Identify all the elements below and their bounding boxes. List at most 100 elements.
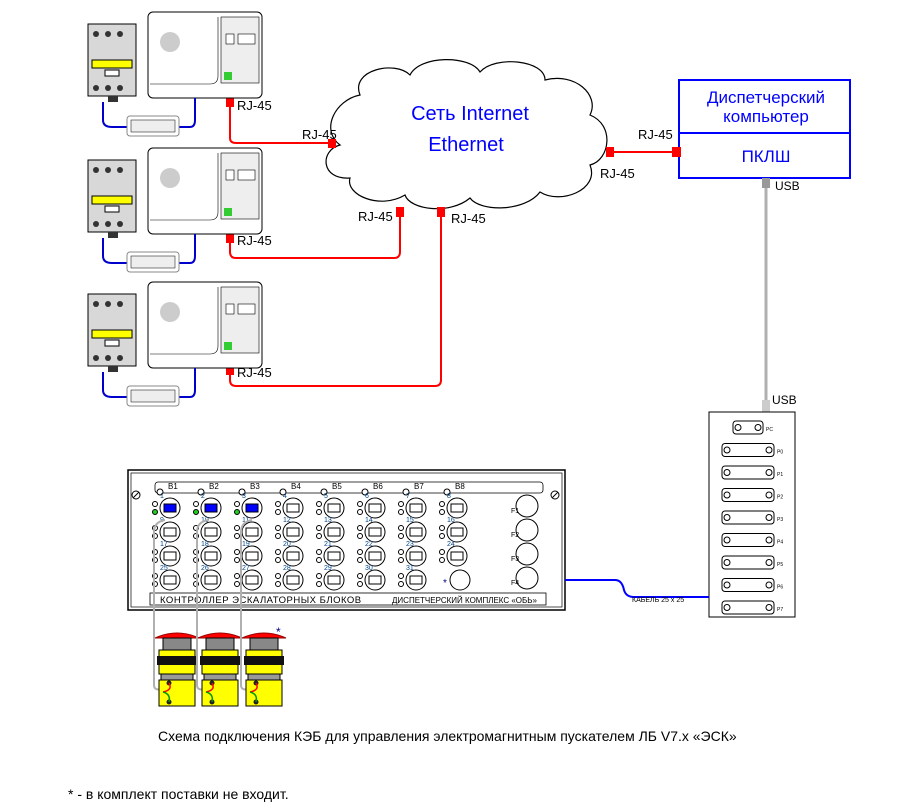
control-wire <box>102 368 196 398</box>
led <box>357 581 363 587</box>
channel-number: 5 <box>324 493 328 500</box>
channel-number: 23 <box>406 541 414 548</box>
channel-number: 24 <box>447 541 455 548</box>
led <box>193 509 199 515</box>
device-unit <box>87 11 263 137</box>
spare-socket <box>449 569 471 591</box>
dispatcher-label-2: компьютер <box>723 107 809 126</box>
channel-31: 31 <box>398 565 427 591</box>
port-label: P7 <box>777 607 783 613</box>
led <box>398 557 404 563</box>
channel-29: 29 <box>316 565 345 591</box>
channel-7: 7 <box>398 493 427 519</box>
rj45-label: RJ-45 <box>638 127 673 142</box>
rj45-label: RJ-45 <box>237 98 272 113</box>
port-label: P1 <box>777 472 783 478</box>
channel-number: 14 <box>365 517 373 524</box>
channel-number: 20 <box>283 541 291 548</box>
led <box>439 509 445 515</box>
channel-23: 23 <box>398 541 427 567</box>
dispatcher-computer: Диспетчерский компьютер ПКЛШ <box>678 79 851 179</box>
channel-22: 22 <box>357 541 386 567</box>
device-unit <box>87 281 263 407</box>
bus-label: B2 <box>209 482 219 491</box>
cable-label: КАБЕЛЬ 25 х 25 <box>632 597 684 604</box>
channel-18: 18 <box>193 541 222 567</box>
led <box>234 557 240 563</box>
channel-number: 19 <box>242 541 250 548</box>
contactor <box>87 293 137 372</box>
channel-number: 1 <box>160 493 164 500</box>
led <box>152 501 158 507</box>
led <box>234 549 240 555</box>
port-label: P3 <box>777 517 783 523</box>
contactor <box>87 23 137 102</box>
led <box>275 509 281 515</box>
device-unit <box>87 147 263 273</box>
port-p5: P5 <box>721 555 783 570</box>
fuse-label: F1 <box>511 508 519 515</box>
emergency-stop-button <box>240 519 287 707</box>
channel-number: 22 <box>365 541 373 548</box>
led <box>316 557 322 563</box>
led <box>275 557 281 563</box>
channel-number: 4 <box>283 493 287 500</box>
led <box>357 501 363 507</box>
port-label: P2 <box>777 495 783 501</box>
led <box>316 509 322 515</box>
led <box>275 533 281 539</box>
bus-terminal <box>361 488 369 496</box>
led <box>316 573 322 579</box>
channel-1: 1 <box>152 493 181 519</box>
channel-2: 2 <box>193 493 222 519</box>
led <box>234 573 240 579</box>
port-p6: P6 <box>721 578 783 592</box>
bus-label: B4 <box>291 482 301 491</box>
channel-number: 12 <box>283 517 291 524</box>
channel-27: 27 <box>234 565 263 591</box>
bus-terminal <box>156 488 164 496</box>
channel-12: 12 <box>275 517 304 543</box>
port-p2: P2 <box>721 488 783 502</box>
bus-label: B8 <box>455 482 465 491</box>
channel-3: 3 <box>234 493 263 519</box>
cable-25x25 <box>565 579 709 598</box>
port-p4: P4 <box>721 533 783 547</box>
led <box>357 509 363 515</box>
channel-26: 26 <box>193 565 222 591</box>
rj45-label: RJ-45 <box>237 233 272 248</box>
port-p1: P1 <box>721 465 783 480</box>
led <box>275 525 281 531</box>
bus-terminal <box>238 488 246 496</box>
led <box>234 501 240 507</box>
rj45-label: RJ-45 <box>358 209 393 224</box>
port-pc: PC <box>732 420 773 435</box>
speaker-icon <box>160 32 180 52</box>
rj45-label: RJ-45 <box>302 127 337 142</box>
channel-number: 6 <box>365 493 369 500</box>
controller-title: КОНТРОЛЛЕР ЭСКАЛАТОРНЫХ БЛОКОВ <box>160 595 362 606</box>
fuse-label: F2 <box>511 532 519 539</box>
fuse-label: F4 <box>511 580 519 587</box>
port-p7: P7 <box>721 600 783 615</box>
port-p3: P3 <box>721 510 783 525</box>
bus-terminal <box>320 488 328 496</box>
led <box>152 509 158 515</box>
led <box>275 573 281 579</box>
fuse-holder <box>515 542 539 566</box>
led <box>439 549 445 555</box>
footnote: * - в комплект поставки не входит. <box>68 786 289 802</box>
channel-number: 18 <box>201 541 209 548</box>
bus-terminal <box>443 488 451 496</box>
led <box>398 501 404 507</box>
fuse-label: F3 <box>511 556 519 563</box>
fuse-holder <box>515 518 539 542</box>
led <box>398 549 404 555</box>
led <box>316 549 322 555</box>
usb-label: USB <box>775 179 800 193</box>
escalator-block <box>147 11 263 99</box>
led <box>357 573 363 579</box>
usb-label: USB <box>772 393 797 407</box>
channel-number: 28 <box>283 565 291 572</box>
